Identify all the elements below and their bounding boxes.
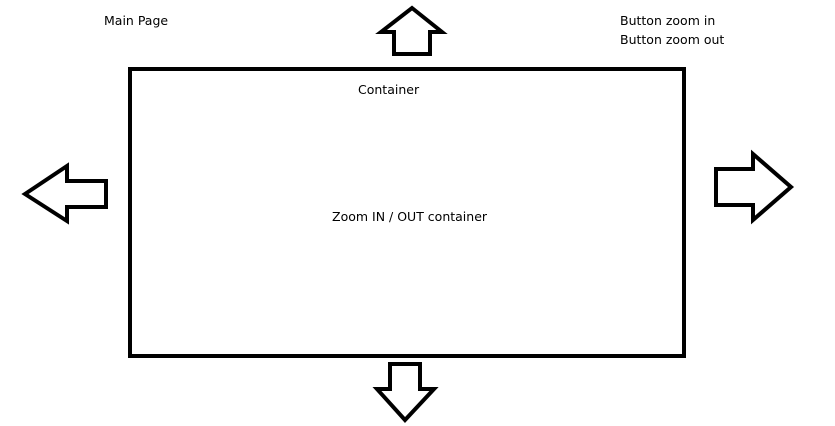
zoom-container-label: Zoom IN / OUT container <box>332 209 488 224</box>
zoom-out-button[interactable]: Button zoom out <box>620 32 725 47</box>
arrow-down-icon[interactable] <box>372 362 439 423</box>
arrow-up-icon[interactable] <box>375 5 448 56</box>
zoom-in-button[interactable]: Button zoom in <box>620 13 716 28</box>
arrow-right-icon[interactable] <box>714 149 795 225</box>
zoom-container <box>128 67 686 358</box>
main-page-label: Main Page <box>104 13 169 28</box>
arrow-left-icon[interactable] <box>21 162 108 225</box>
container-title: Container <box>358 82 420 97</box>
